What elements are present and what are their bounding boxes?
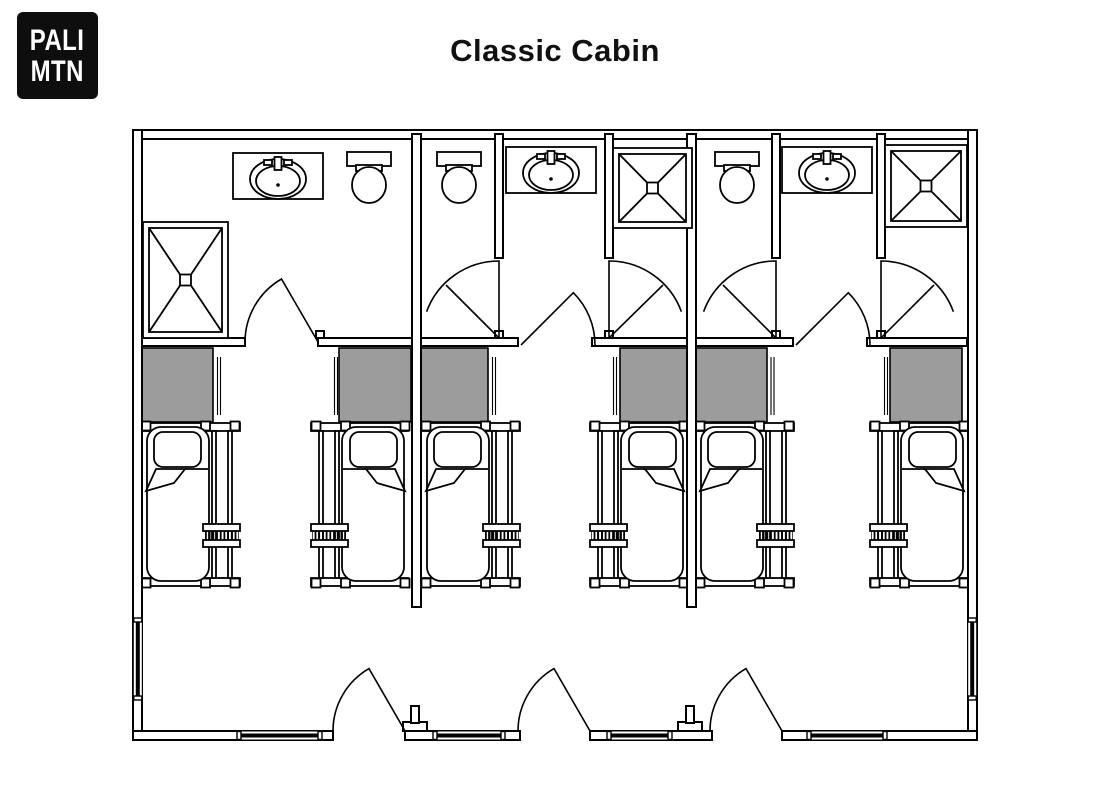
bunk-bed-5 bbox=[696, 422, 795, 588]
window bbox=[432, 730, 506, 741]
doors bbox=[244, 260, 955, 732]
window bbox=[133, 617, 143, 701]
vanity-sink bbox=[232, 152, 324, 200]
wall-bathroom bbox=[141, 337, 246, 347]
wardrobe bbox=[695, 347, 768, 423]
bunk-bed-2 bbox=[311, 422, 410, 588]
toilet bbox=[714, 151, 760, 204]
wall-alcove bbox=[604, 133, 614, 259]
toilet bbox=[346, 151, 392, 204]
wardrobe bbox=[140, 347, 214, 423]
shower bbox=[884, 144, 968, 228]
shower bbox=[612, 147, 693, 229]
pali-mtn-logo: PALI MTN bbox=[17, 12, 98, 99]
wall-stub bbox=[685, 705, 695, 724]
shower bbox=[142, 221, 229, 339]
toilet bbox=[436, 151, 482, 204]
wall-alcove bbox=[876, 133, 886, 259]
wardrobe bbox=[420, 347, 489, 423]
window bbox=[236, 730, 323, 741]
wall-stub bbox=[410, 705, 420, 724]
closet-rail-marks bbox=[216, 357, 889, 415]
wall-divider bbox=[686, 133, 697, 608]
window bbox=[967, 617, 977, 701]
vanity-sink bbox=[505, 146, 597, 194]
washroom-door-swing bbox=[880, 260, 955, 339]
wardrobe bbox=[889, 347, 963, 423]
washroom-door-swing bbox=[425, 260, 500, 339]
logo-line-1: PALI bbox=[30, 23, 85, 57]
wall-divider bbox=[411, 133, 422, 608]
wall-bathroom bbox=[317, 337, 413, 347]
wall-alcove bbox=[494, 133, 504, 259]
walls bbox=[132, 129, 978, 741]
wall-bottom bbox=[132, 730, 334, 741]
page-title: Classic Cabin bbox=[450, 33, 660, 68]
bunk-beds bbox=[142, 422, 969, 588]
window bbox=[606, 730, 673, 741]
wall-top bbox=[132, 129, 978, 140]
hall-door-swing bbox=[795, 291, 871, 346]
entry-door-swing bbox=[517, 667, 591, 732]
logo-line-2: MTN bbox=[30, 54, 85, 88]
bathroom-fixtures bbox=[142, 144, 968, 339]
wardrobe bbox=[338, 347, 412, 423]
wardrobes bbox=[140, 347, 963, 423]
bunk-bed-3 bbox=[422, 422, 521, 588]
washroom-door-swing bbox=[702, 260, 777, 339]
bunk-bed-4 bbox=[590, 422, 689, 588]
entry-door-swing bbox=[709, 667, 783, 732]
entry-door-swing bbox=[332, 667, 406, 732]
bathroom-door-swing bbox=[244, 277, 319, 343]
wardrobe bbox=[619, 347, 688, 423]
wall-alcove bbox=[771, 133, 781, 259]
window bbox=[806, 730, 888, 741]
wall-bathroom bbox=[695, 337, 794, 347]
wall-bathroom bbox=[420, 337, 519, 347]
bunk-bed-1 bbox=[142, 422, 241, 588]
wall-bathroom bbox=[591, 337, 688, 347]
bunk-bed-6 bbox=[870, 422, 969, 588]
wall-stub bbox=[315, 330, 325, 339]
washroom-door-swing bbox=[608, 260, 683, 339]
wall-bathroom bbox=[866, 337, 968, 347]
windows bbox=[133, 617, 977, 741]
hall-door-swing bbox=[520, 291, 596, 346]
vanity-sink bbox=[781, 146, 873, 194]
